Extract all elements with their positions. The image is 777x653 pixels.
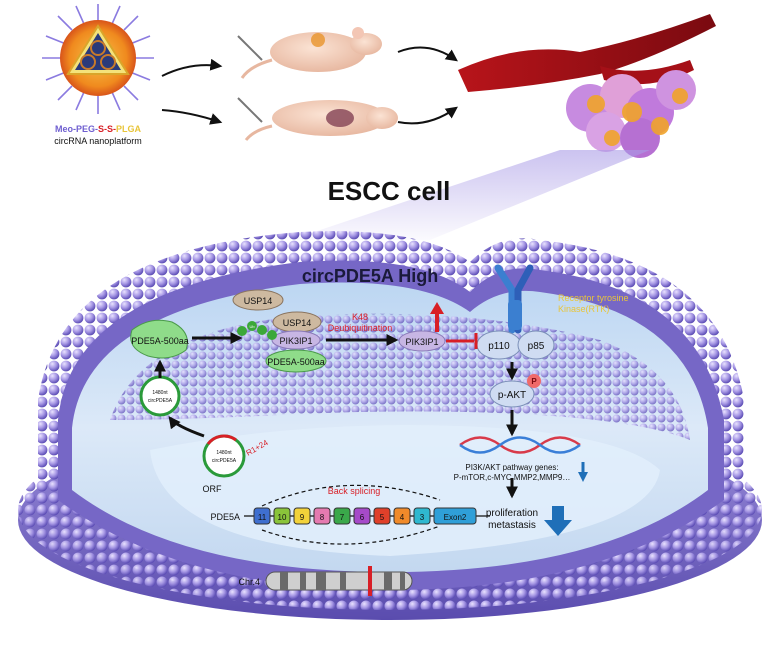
pde5a-500aa: PDE5A-500aa <box>130 319 189 359</box>
nanoparticle: Meo-PEG-S-S-PLGA circRNA nanoplatform <box>42 4 154 146</box>
nanoplatform-label: circRNA nanoplatform <box>54 136 142 146</box>
rtk-receptor <box>494 264 534 334</box>
locus-marker <box>368 566 372 596</box>
exon-label: 9 <box>300 513 305 522</box>
exon-box <box>353 507 371 525</box>
cell <box>18 231 762 620</box>
exon-label: Exon2 <box>444 513 467 522</box>
page-title: ESCC cell <box>328 176 451 206</box>
pde5a-500aa-label-1: PDE5A-500aa <box>131 336 189 346</box>
gene-label: PDE5A <box>210 512 240 522</box>
usp14-label-1: USP14 <box>244 296 273 306</box>
back-splicing-arc <box>261 484 441 507</box>
usp14-label-2: USP14 <box>283 318 312 328</box>
usp14-complex: USP14 USP14 PIK3IP1 PDE5A-500aa <box>232 289 327 373</box>
arrow-to-mouse-1 <box>161 58 223 77</box>
chromosome-label: Chr.4 <box>238 577 260 587</box>
syringe-icon <box>237 97 263 123</box>
k48-label-line2: Deubiquitination <box>328 323 393 333</box>
k48-label-line1: K48 <box>352 312 368 322</box>
exon-box <box>253 507 271 525</box>
zoom-beam <box>290 150 650 240</box>
exon-box <box>433 507 477 525</box>
exon-box <box>393 507 411 525</box>
mouse-top <box>237 27 382 79</box>
pathway-arrows <box>154 332 518 499</box>
exon-label: 5 <box>380 513 385 522</box>
cell-title: circPDE5A High <box>302 266 438 286</box>
exon-label: 4 <box>400 513 405 522</box>
exon-label: 7 <box>340 513 345 522</box>
exon-label: 6 <box>360 513 365 522</box>
phospho-label: P <box>531 377 537 386</box>
pik3ip1: PIK3IP1 <box>398 330 446 352</box>
exon-box <box>313 507 331 525</box>
orf-label: ORF <box>203 484 223 494</box>
circpde5a-upper: 1480nt circPDE5A <box>139 375 181 417</box>
dna-helix-icon <box>459 436 581 454</box>
up-arrow-icon <box>430 302 444 332</box>
orf-segment <box>206 434 237 445</box>
receptor-label-line2: Kinase(RTK) <box>558 304 609 314</box>
blood-vessel <box>458 14 716 158</box>
phospho-badge <box>527 374 541 388</box>
mouse-bottom <box>237 97 398 141</box>
exon-box <box>373 507 391 525</box>
circrna-cargo <box>100 54 116 70</box>
circrna-cargo <box>90 40 106 56</box>
circ-name-2: circPDE5A <box>212 458 237 464</box>
exon-box <box>333 507 351 525</box>
arrow-to-mouse-2 <box>161 109 223 125</box>
circpde5a-lower: 1480nt circPDE5A <box>202 434 246 478</box>
exon-label: 8 <box>320 513 325 522</box>
tumor-cluster <box>566 70 696 158</box>
nanoparticle-inner <box>75 33 121 70</box>
pik3ip1-label-1: PIK3IP1 <box>279 336 312 346</box>
pi3k-complex: p110 p85 <box>476 330 555 360</box>
exon-box <box>413 507 431 525</box>
ub-label: Ub <box>249 324 255 329</box>
down-arrow-icon-large <box>544 506 572 536</box>
peg-chains <box>42 4 154 114</box>
p85-label: p85 <box>528 341 545 352</box>
exon-box <box>293 507 311 525</box>
pathway-genes-line2: P-mTOR,c-MYC,MMP2,MMP9… <box>454 473 571 482</box>
receptor-label-line1: Receptor tyrosine <box>558 293 629 303</box>
circ-length-2: 1480nt <box>216 450 232 456</box>
pik3ip1-label-2: PIK3IP1 <box>405 337 438 347</box>
back-splicing-label: Back splicing <box>328 486 381 496</box>
circrna-cargo <box>80 54 96 70</box>
polymer-label: Meo-PEG-S-S-PLGA <box>55 124 142 134</box>
arrow-to-vessel-2 <box>397 106 458 125</box>
delivery-arrows <box>161 46 458 125</box>
arrow-circ-export <box>168 416 205 438</box>
p110-label: p110 <box>488 341 510 352</box>
down-arrow-icon-small <box>578 462 588 482</box>
back-splicing-arc-lower <box>261 525 441 545</box>
exon-label: 3 <box>420 513 425 522</box>
exon-label: 11 <box>258 513 267 522</box>
outcome-line1: proliferation <box>486 508 538 519</box>
outcome-line2: metastasis <box>488 520 536 531</box>
pathway-genes-line1: PI3K/AKT pathway genes: <box>465 463 558 472</box>
chromosome-icon <box>265 566 413 596</box>
exon-box <box>273 507 291 525</box>
p-akt-label: p-AKT <box>498 390 526 401</box>
tumor-mark <box>311 33 325 47</box>
pde5a-500aa-label-2: PDE5A-500aa <box>267 357 325 367</box>
arrow-to-vessel-1 <box>397 46 458 62</box>
circ-name-1: circPDE5A <box>148 398 173 404</box>
exon-label: 10 <box>278 513 287 522</box>
p-akt: p-AKT P <box>489 374 541 408</box>
tumor-mark <box>326 109 354 127</box>
circ-length-1: 1480nt <box>152 390 168 396</box>
syringe-icon <box>237 35 263 61</box>
exon-track: 11 10 9 8 7 6 5 4 3 Exon2 <box>253 507 477 525</box>
